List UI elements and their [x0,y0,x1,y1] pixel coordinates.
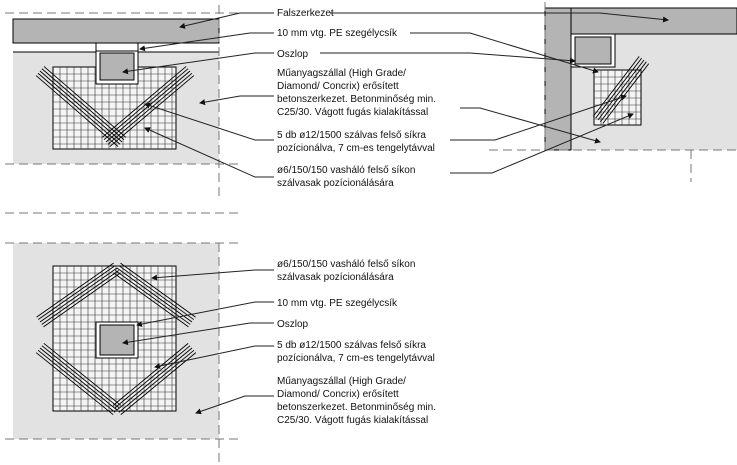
label-pe-szegelycsik-bottom: 10 mm vtg. PE szegélycsík [277,298,398,309]
fiber-bar [595,57,642,119]
fiber-bar [118,265,195,320]
label-oszlop: Oszlop [277,49,309,60]
column-top-left [99,52,135,81]
leader-vashalo [144,127,274,178]
leader-falszerkezet [179,12,274,29]
fiber-bar [592,56,640,117]
leader-muanyagszal-bottom [195,395,274,415]
label-szalvas-bottom: 5 db ø12/1500 szálvas felső síkra pozíci… [277,340,435,364]
leader-muanyagszal-right [460,107,601,144]
fiber-bar [39,347,118,411]
fiber-bar [41,270,119,325]
leader-oszlop [122,52,274,75]
fiber-bar [120,352,197,415]
fiber-bar [120,262,196,318]
fiber-bar [597,59,645,121]
fiber-bar [43,66,127,138]
fiber-bar [39,70,123,143]
fiber-bar [107,72,193,145]
leader-pe-right [410,32,599,74]
fiber-bar [600,61,647,123]
leader-falszerkezet-right [330,12,669,23]
leader-szalvas-right [450,94,627,141]
label-vashalo: ø6/150/150 vasháló felső síkon szálvasak… [277,165,418,189]
fiber-bar [109,75,195,147]
fiber-bar [116,267,193,323]
column-bottom-left [99,324,135,356]
leader-pe [139,32,274,52]
label-muanyagszal: Műanyagszállal (High Grade/ Diamond/ Con… [277,68,439,118]
label-muanyagszal-bottom: Műanyagszállal (High Grade/ Diamond/ Con… [277,376,439,426]
fiber-bar [35,75,119,147]
bottom-left-detail [5,212,240,462]
fiber-bar [101,66,187,138]
fiber-bar [112,343,189,406]
wall-band-top-right-vertical [544,7,572,151]
fiber-bar [35,352,114,416]
leader-lines [122,12,669,415]
fiber-bar [36,262,114,318]
top-labels: Falszerkezet 10 mm vtg. PE szegélycsík O… [277,8,439,189]
wall-band-top-left [12,18,220,44]
fiber-bar [602,63,650,124]
leader-oszlop-bottom [122,322,274,346]
label-falszerkezet: Falszerkezet [277,8,334,19]
leader-muanyagszal [199,95,274,106]
leader-szalvas [144,102,274,141]
fiber-bar [43,272,121,328]
leader-oszlop-right [320,52,576,64]
fiber-bar [114,270,191,325]
fiber-bar [39,267,118,323]
fiber-bar [43,342,122,406]
fiber-bar [114,345,191,409]
fiber-bar [38,265,116,320]
label-szalvas: 5 db ø12/1500 szálvas felső síkra pozíci… [277,130,435,154]
fiber-bar [116,347,193,411]
fiber-bar [37,349,116,413]
fiber-bar [118,349,195,413]
leader-szalvas-bottom [154,345,274,369]
label-vashalo-bottom: ø6/150/150 vasháló felső síkon szálvasak… [277,259,418,283]
top-right-detail [489,2,737,182]
leader-vashalo-right [450,113,634,174]
wall-band-top-right-horizontal [544,7,737,35]
fiber-bar [41,68,125,141]
fiber-bars-top-right [592,56,650,124]
label-pe-szegelycsik: 10 mm vtg. PE szegélycsík [277,28,398,39]
fiber-bar [41,345,120,409]
fiber-bar [37,72,121,145]
leader-pe-bottom [136,301,274,327]
fiber-bars-bottom-left [35,262,197,416]
column-top-right [574,36,612,65]
label-oszlop-bottom: Oszlop [277,319,309,330]
bottom-labels: ø6/150/150 vasháló felső síkon szálvasak… [277,259,439,426]
leader-vashalo-bottom [151,269,274,281]
mesh-grid-bottom-left [53,266,176,411]
